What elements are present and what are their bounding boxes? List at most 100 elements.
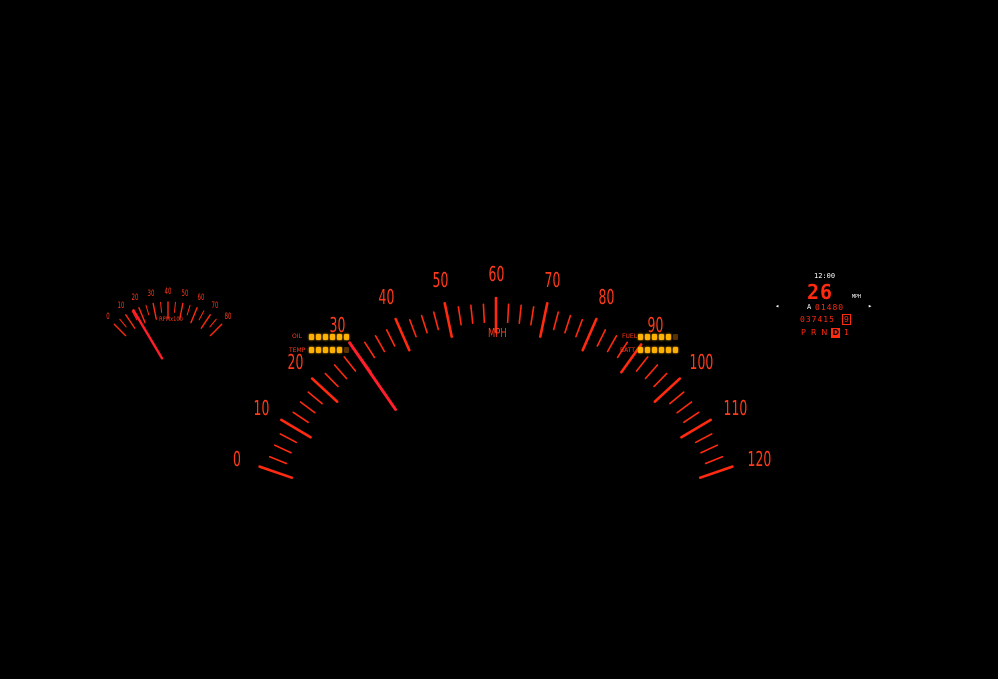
gear-indicator-n: N [821, 328, 828, 337]
speedometer-unit-label: MPH [488, 326, 507, 340]
gear-indicator-1: 1 [844, 328, 850, 337]
speedometer-minor-tick [676, 401, 693, 414]
tachometer-unit-label: RPMx100 [159, 316, 183, 323]
speedometer-major-tick [310, 377, 339, 403]
speedometer-tick-label: 10 [253, 395, 270, 420]
tachometer-needle [132, 309, 164, 360]
oil-bar-segment [323, 334, 328, 340]
right-arrow-icon[interactable]: ▸ [868, 302, 873, 310]
speedometer-minor-tick [268, 455, 288, 465]
tachometer-minor-tick [186, 304, 191, 316]
speedometer-tick-label: 0 [232, 446, 241, 471]
speedometer-minor-tick [385, 329, 396, 347]
batt-bar-segment [652, 347, 657, 353]
speedometer-minor-tick [644, 364, 659, 380]
speedometer-minor-tick [700, 444, 719, 454]
batt-bar-segment [659, 347, 664, 353]
tachometer-minor-tick [131, 310, 138, 321]
tachometer-major-tick [125, 314, 136, 329]
speedometer-major-tick [698, 465, 734, 479]
batt-bar-segment [666, 347, 671, 353]
fuel-bar-segment [666, 334, 671, 340]
digital-speed-unit: MPH [852, 294, 862, 300]
gear-indicator-r: R [810, 328, 817, 337]
speedometer-minor-tick [616, 341, 629, 359]
speedometer-tick-label: 60 [488, 262, 505, 286]
trip-label: A [807, 303, 812, 311]
speedometer-minor-tick [324, 372, 339, 388]
speedometer-minor-tick [506, 303, 510, 324]
oil-bar-segment [330, 334, 335, 340]
clock-readout: 12:00 [814, 272, 836, 280]
speedometer-minor-tick [575, 318, 584, 338]
speedometer-minor-tick [273, 444, 292, 454]
gear-indicator-d: D [831, 328, 841, 338]
tachometer-tick-label: 10 [117, 301, 125, 312]
speedometer-minor-tick [606, 335, 618, 353]
odometer-readout: 037415 [800, 315, 835, 324]
speedometer-minor-tick [683, 411, 700, 424]
speedometer-tick-label: 100 [690, 350, 714, 375]
tachometer-tick-label: 40 [164, 287, 172, 297]
tachometer-tick-label: 60 [197, 293, 204, 304]
tachometer-minor-tick [198, 310, 205, 321]
speedometer-minor-tick [343, 356, 357, 372]
temp-bar-segment [316, 347, 321, 353]
speedometer-major-tick [538, 302, 549, 338]
batt-bar-segment [673, 347, 678, 353]
batt-bar-segment [638, 347, 643, 353]
tachometer-tick-label: 0 [106, 311, 110, 322]
digital-speed-readout: 26 [807, 280, 834, 304]
speedometer-minor-tick [307, 391, 323, 405]
fuel-bar-segment [673, 334, 678, 340]
tachometer-major-tick [200, 314, 211, 329]
speedometer-tick-label: 20 [287, 350, 303, 375]
speedometer-minor-tick [408, 318, 417, 338]
oil-bar-segment [316, 334, 321, 340]
tachometer-major-tick [179, 302, 184, 320]
speedometer-major-tick [443, 302, 454, 338]
trip-readout: 01480 [815, 303, 845, 312]
speedometer-minor-tick [432, 311, 440, 331]
speedometer-tick-label: 80 [598, 285, 615, 310]
speedometer-minor-tick [518, 304, 522, 325]
speedometer-tick-label: 70 [544, 267, 561, 292]
speedometer-minor-tick [333, 364, 348, 380]
fuel-level-bar [638, 334, 678, 340]
oil-level-bar [309, 334, 349, 340]
speedometer-minor-tick [457, 306, 462, 326]
speedometer-minor-tick [635, 356, 649, 372]
speedometer-minor-tick [694, 433, 713, 444]
tachometer-tick-label: 70 [211, 301, 219, 312]
speedometer-minor-tick [704, 455, 724, 465]
temp-bar-segment [344, 347, 349, 353]
speedometer-major-tick [280, 418, 312, 439]
speedometer-minor-tick [374, 335, 386, 353]
tachometer-tick-label: 80 [224, 311, 232, 322]
gear-indicator-p: P [801, 328, 806, 337]
speedometer-tick-label: 120 [747, 446, 772, 471]
tachometer-major-tick [209, 323, 223, 337]
oil-label: OIL [292, 333, 302, 340]
oil-bar-segment [309, 334, 314, 340]
fuel-bar-segment [659, 334, 664, 340]
odometer-last-digit: 9 [842, 314, 851, 325]
left-arrow-icon[interactable]: ◂ [775, 302, 780, 310]
tachometer-tick-label: 50 [181, 288, 189, 299]
speedometer-minor-tick [669, 391, 685, 405]
oil-bar-segment [337, 334, 342, 340]
speedometer-minor-tick [552, 311, 560, 331]
temp-bar-segment [323, 347, 328, 353]
tachometer-minor-tick [160, 301, 163, 313]
speedometer-major-tick [620, 343, 643, 374]
speedometer-tick-label: 110 [723, 395, 748, 420]
batt-label: BATT [620, 347, 635, 354]
speedometer-minor-tick [482, 303, 486, 324]
tachometer-major-tick [190, 307, 198, 324]
speedometer-tick-label: 40 [378, 285, 395, 310]
speedometer-major-tick [653, 377, 682, 403]
tachometer-minor-tick [119, 318, 127, 328]
